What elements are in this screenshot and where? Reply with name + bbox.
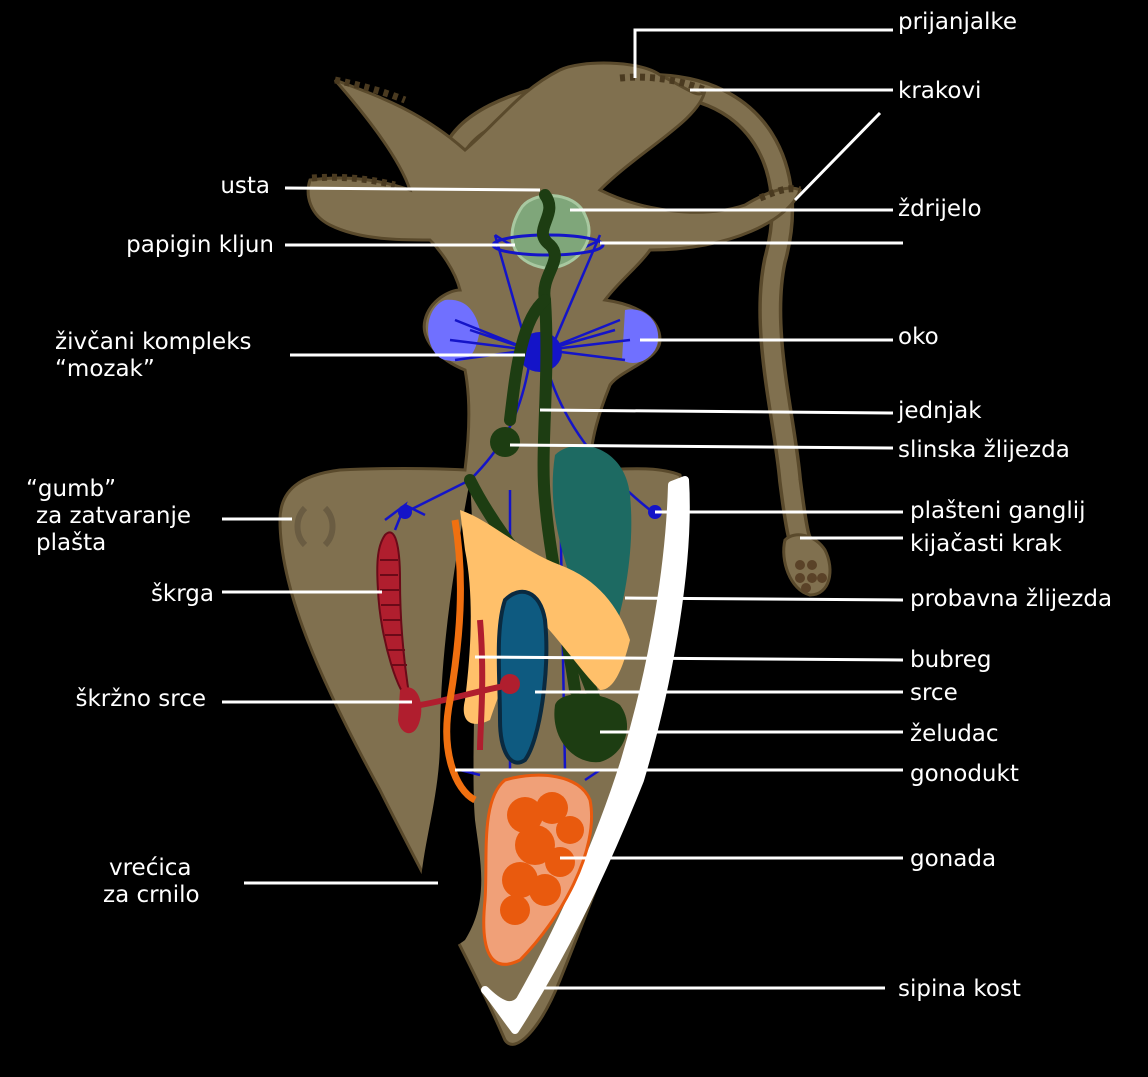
line-krakovi-diag (795, 113, 880, 200)
label-gumb-line3: plašta (26, 530, 216, 557)
label-prijanjalke: prijanjalke (898, 9, 1017, 36)
label-zivcani-kompleks: živčani kompleks “mozak” (55, 329, 285, 383)
label-probavna-zlijezda: probavna žlijezda (910, 586, 1112, 613)
label-srce: srce (910, 680, 958, 707)
label-gumb-line1: “gumb” (26, 476, 216, 503)
label-zivcani-kompleks-line1: živčani kompleks (55, 329, 285, 356)
label-vrecica-line2: za crnilo (103, 882, 233, 909)
label-zdrijelo: ždrijelo (898, 196, 982, 223)
label-sipina-kost: sipina kost (898, 976, 1021, 1003)
label-gumb-line2: za zatvaranje (26, 503, 216, 530)
label-gonodukt: gonodukt (910, 761, 1019, 788)
salivary-gland (490, 427, 520, 457)
label-vrecica-za-crnilo: vrećica za crnilo (103, 855, 233, 909)
label-papigin-kljun: papigin kljun (126, 232, 274, 259)
label-bubreg: bubreg (910, 647, 991, 674)
systemic-heart (500, 674, 520, 694)
label-gonada: gonada (910, 846, 996, 873)
label-jednjak: jednjak (898, 398, 982, 425)
label-zeludac: želudac (910, 721, 999, 748)
mantle-ganglion-left (398, 505, 412, 519)
line-usta (285, 188, 540, 190)
line-probavna (625, 598, 903, 600)
label-zivcani-kompleks-line2: “mozak” (55, 356, 285, 383)
label-skrga: škrga (151, 581, 214, 608)
label-usta: usta (220, 173, 270, 200)
label-vrecica-line1: vrećica (103, 855, 233, 882)
label-oko: oko (898, 324, 939, 351)
label-gumb: “gumb” za zatvaranje plašta (26, 476, 216, 557)
label-kijacasti-krak: kijačasti krak (910, 531, 1062, 558)
label-plasteni-ganglij: plašteni ganglij (910, 498, 1086, 525)
line-prijanjalke (635, 30, 893, 78)
label-skrzno-srce: škržno srce (75, 686, 206, 713)
label-slinska-zlijezda: slinska žlijezda (898, 437, 1070, 464)
label-krakovi: krakovi (898, 78, 981, 105)
